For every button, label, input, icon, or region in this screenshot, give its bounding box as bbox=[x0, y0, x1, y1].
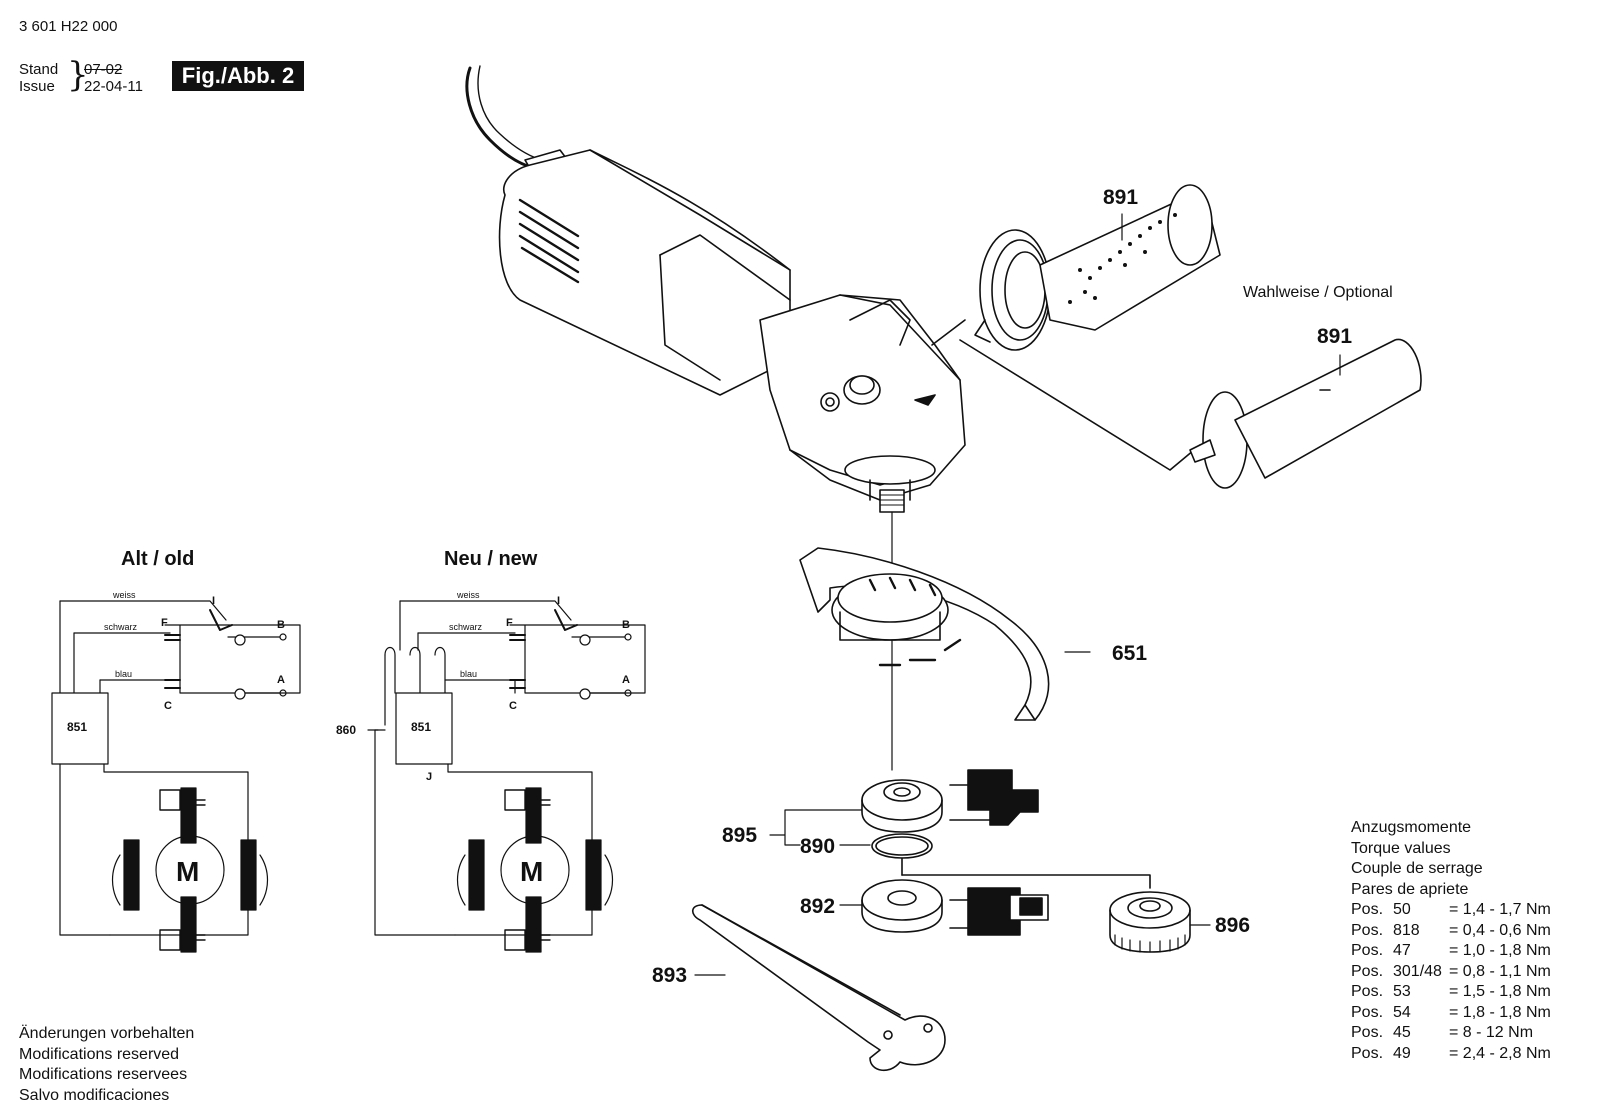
new-term-A: A bbox=[622, 674, 630, 686]
footer-line-fr: Modifications reservees bbox=[19, 1066, 188, 1083]
callout-892: 892 bbox=[800, 895, 835, 918]
issue-label: Issue bbox=[19, 78, 55, 95]
old-term-A: A bbox=[277, 674, 285, 686]
torque-table: Anzugsmomente Torque values Couple de se… bbox=[1351, 818, 1551, 1064]
torque-row-label: Pos. bbox=[1351, 1024, 1384, 1041]
torque-heading-es: Pares de apriete bbox=[1351, 880, 1469, 898]
nut-892 bbox=[861, 857, 1151, 936]
old-motor-M: M bbox=[176, 856, 199, 887]
torque-row-pos: 53 bbox=[1393, 983, 1411, 1000]
torque-row-label: Pos. bbox=[1351, 942, 1384, 959]
new-term-J: J bbox=[426, 771, 432, 783]
schematic-old-title: Alt / old bbox=[121, 548, 194, 570]
old-term-C: C bbox=[164, 700, 172, 712]
callout-893: 893 bbox=[652, 964, 687, 987]
torque-row-value: = 1,4 - 1,7 Nm bbox=[1449, 901, 1551, 918]
flange-895 bbox=[861, 769, 1039, 859]
brace-icon: } bbox=[67, 55, 89, 95]
schematic-new bbox=[367, 600, 646, 953]
torque-heading-fr: Couple de serrage bbox=[1351, 860, 1483, 877]
new-term-F: F bbox=[506, 617, 513, 629]
callout-890: 890 bbox=[800, 835, 835, 858]
torque-heading-en: Torque values bbox=[1351, 839, 1451, 857]
schematic-old bbox=[51, 600, 301, 953]
torque-row-value: = 1,8 - 1,8 Nm bbox=[1449, 1003, 1551, 1021]
stand-date: 07-02 bbox=[84, 61, 123, 78]
torque-row-value: = 1,5 - 1,8 Nm bbox=[1449, 983, 1551, 1000]
torque-row: Pos. 54 = 1,8 - 1,8 Nm bbox=[1351, 1003, 1551, 1024]
optional-handle-image bbox=[1189, 338, 1422, 489]
old-wire-weiss: weiss bbox=[112, 590, 136, 600]
torque-row: Pos. 50 = 1,4 - 1,7 Nm bbox=[1351, 900, 1551, 921]
callout-896: 896 bbox=[1215, 914, 1250, 937]
old-module-851: 851 bbox=[67, 720, 87, 734]
angle-grinder bbox=[465, 65, 966, 513]
torque-row-pos: 54 bbox=[1393, 1003, 1411, 1021]
footer-line-de: Änderungen vorbehalten bbox=[19, 1025, 195, 1042]
wrench-893 bbox=[691, 904, 946, 1071]
new-filter-860: 860 bbox=[336, 723, 356, 737]
torque-row: Pos. 818 = 0,4 - 0,6 Nm bbox=[1351, 921, 1551, 942]
auxiliary-handle-image bbox=[974, 184, 1221, 351]
callout-891-top: 891 bbox=[1103, 186, 1138, 209]
torque-row-pos: 818 bbox=[1393, 921, 1420, 939]
new-wire-schwarz: schwarz bbox=[449, 622, 483, 632]
old-wire-blau: blau bbox=[115, 669, 132, 679]
footer-line-es: Salvo modificaciones bbox=[19, 1086, 170, 1104]
torque-row-label: Pos. bbox=[1351, 901, 1384, 918]
torque-row: Pos. 49 = 2,4 - 2,8 Nm bbox=[1351, 1044, 1551, 1065]
wheel-guard bbox=[799, 547, 1050, 721]
figure-label: Fig./Abb. 2 bbox=[172, 61, 304, 91]
torque-row-label: Pos. bbox=[1351, 1003, 1384, 1021]
torque-row-value: = 8 - 12 Nm bbox=[1449, 1024, 1534, 1041]
optional-label: Wahlweise / Optional bbox=[1243, 284, 1393, 301]
issue-date: 22-04-11 bbox=[84, 78, 143, 95]
callout-891-optional: 891 bbox=[1317, 325, 1352, 348]
footer-notice: Änderungen vorbehalten Modifications res… bbox=[19, 1024, 194, 1106]
callout-651: 651 bbox=[1112, 642, 1147, 665]
torque-row: Pos. 47 = 1,0 - 1,8 Nm bbox=[1351, 941, 1551, 962]
old-switch-I: I bbox=[212, 595, 215, 607]
torque-row-pos: 49 bbox=[1393, 1044, 1411, 1062]
torque-row-label: Pos. bbox=[1351, 921, 1384, 939]
footer-line-en: Modifications reserved bbox=[19, 1045, 180, 1063]
new-term-C: C bbox=[509, 700, 517, 712]
torque-row-label: Pos. bbox=[1351, 1044, 1384, 1062]
torque-row-label: Pos. bbox=[1351, 983, 1384, 1000]
new-wire-weiss: weiss bbox=[456, 590, 480, 600]
torque-row-value: = 0,4 - 0,6 Nm bbox=[1449, 921, 1551, 939]
torque-row-value: = 2,4 - 2,8 Nm bbox=[1449, 1044, 1551, 1062]
new-switch-I: I bbox=[557, 595, 560, 607]
callout-895: 895 bbox=[722, 824, 757, 847]
old-term-B: B bbox=[277, 619, 285, 631]
torque-row-pos: 45 bbox=[1393, 1024, 1411, 1041]
torque-row: Pos. 45 = 8 - 12 Nm bbox=[1351, 1023, 1551, 1044]
schematic-new-title: Neu / new bbox=[444, 548, 538, 570]
part-number: 3 601 H22 000 bbox=[19, 18, 118, 35]
old-term-F: F bbox=[161, 617, 168, 629]
torque-heading-de: Anzugsmomente bbox=[1351, 819, 1472, 836]
torque-row-value: = 0,8 - 1,1 Nm bbox=[1449, 962, 1551, 980]
torque-row-label: Pos. bbox=[1351, 962, 1384, 980]
torque-row-pos: 47 bbox=[1393, 942, 1411, 959]
torque-row-value: = 1,0 - 1,8 Nm bbox=[1449, 942, 1551, 959]
quick-nut-896 bbox=[1109, 891, 1191, 953]
torque-row-pos: 301/48 bbox=[1393, 962, 1442, 980]
torque-row: Pos. 301/48 = 0,8 - 1,1 Nm bbox=[1351, 962, 1551, 983]
new-wire-blau: blau bbox=[460, 669, 477, 679]
stand-label: Stand bbox=[19, 61, 59, 78]
new-motor-M: M bbox=[520, 856, 543, 887]
torque-row-pos: 50 bbox=[1393, 901, 1411, 918]
old-wire-schwarz: schwarz bbox=[104, 622, 138, 632]
new-module-851: 851 bbox=[411, 720, 431, 734]
new-term-B: B bbox=[622, 619, 630, 631]
torque-row: Pos. 53 = 1,5 - 1,8 Nm bbox=[1351, 982, 1551, 1003]
